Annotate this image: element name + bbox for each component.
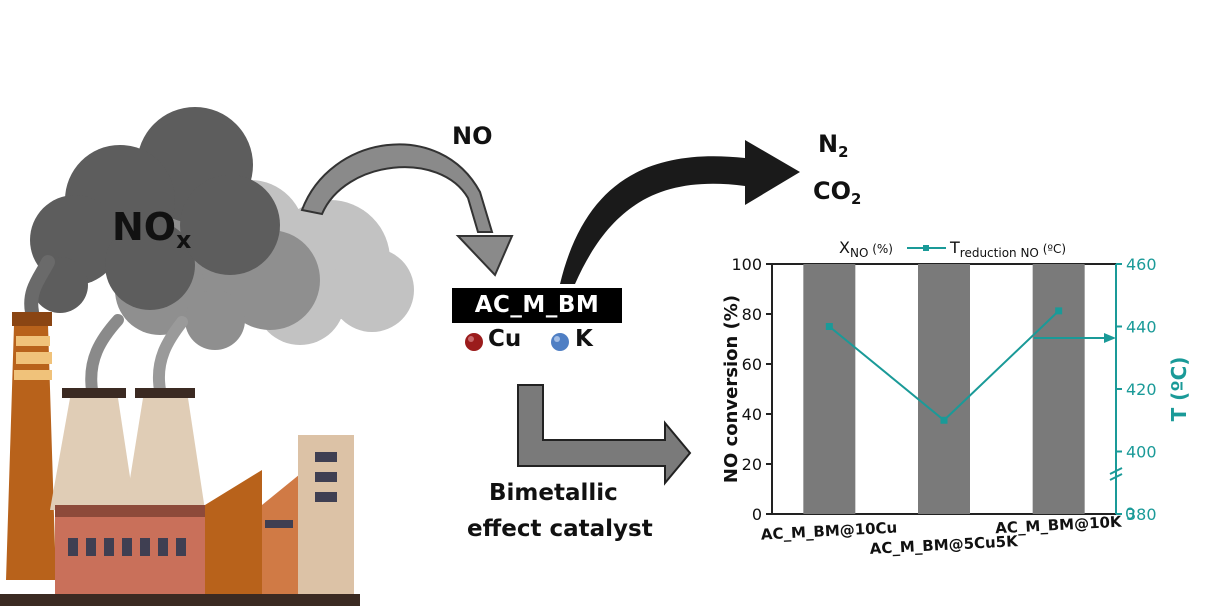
smoke-plumes <box>24 255 188 396</box>
bimetallic-label-line2: effect catalyst <box>467 516 653 542</box>
cu-legend-label: Cu <box>488 326 522 352</box>
co2-label: CO2 <box>813 177 862 209</box>
y2-tick-label: 380 <box>1126 505 1157 524</box>
y-tick-label: 60 <box>742 355 762 374</box>
y-tick-label: 20 <box>742 455 762 474</box>
temperature-point-2 <box>1055 307 1063 315</box>
bar-2 <box>1032 264 1085 514</box>
cu-atom-icon <box>465 333 483 351</box>
smoke-cloud-dark <box>30 107 280 313</box>
factory-windows <box>68 538 186 556</box>
chart-y-axis-title: NO conversion (%) <box>721 295 742 483</box>
y-tick-label: 80 <box>742 305 762 324</box>
chart-y-axis-left: 0 20 40 60 80 100 <box>731 255 772 524</box>
y2-tick-label: 460 <box>1126 255 1157 274</box>
right-axis-break-zero: 0 <box>1125 504 1135 523</box>
no-flow-arrow <box>300 143 514 277</box>
y2-tick-label: 420 <box>1126 380 1157 399</box>
catalyst-label: AC_M_BM <box>452 288 622 323</box>
y2-tick-label: 400 <box>1126 443 1157 462</box>
no-label: NO <box>452 122 493 150</box>
k-atom-icon <box>551 333 569 351</box>
product-flow-arrow <box>560 140 800 284</box>
right-axis-pointer-arrow <box>1034 333 1116 343</box>
y2-tick-label: 440 <box>1126 318 1157 337</box>
to-chart-arrow <box>517 384 692 486</box>
y-tick-label: 100 <box>731 255 762 274</box>
chart-legend: XNO (%) Treduction NO (ºC) <box>839 238 1066 260</box>
y-tick-label: 0 <box>752 505 762 524</box>
temperature-point-1 <box>940 416 948 424</box>
nox-label: NOx <box>112 205 192 255</box>
chart-y-axis-right: 380 400 420 440 460 <box>1116 255 1157 524</box>
temperature-point-0 <box>825 323 833 330</box>
nox-reduction-chart: 0 20 40 60 80 100 380 400 420 440 460 AC_M_BM@10C… <box>721 238 1191 558</box>
y-tick-label: 40 <box>742 405 762 424</box>
k-legend-label: K <box>575 326 593 352</box>
chart-bars <box>803 264 1085 514</box>
bar-1 <box>918 264 970 514</box>
chart-y2-axis-title: T (ºC) <box>1167 357 1191 422</box>
n2-label: N2 <box>818 130 849 162</box>
chart-line-series <box>825 307 1063 424</box>
factory-icon <box>0 312 360 606</box>
legend-series-2: Treduction NO (ºC) <box>949 238 1066 260</box>
x-category-label: AC_M_BM@10K <box>995 513 1124 538</box>
bimetallic-label-line1: Bimetallic <box>489 480 618 506</box>
legend-series-1: XNO (%) <box>839 238 893 260</box>
axis-break-mark <box>1109 467 1123 481</box>
bar-0 <box>803 264 856 514</box>
